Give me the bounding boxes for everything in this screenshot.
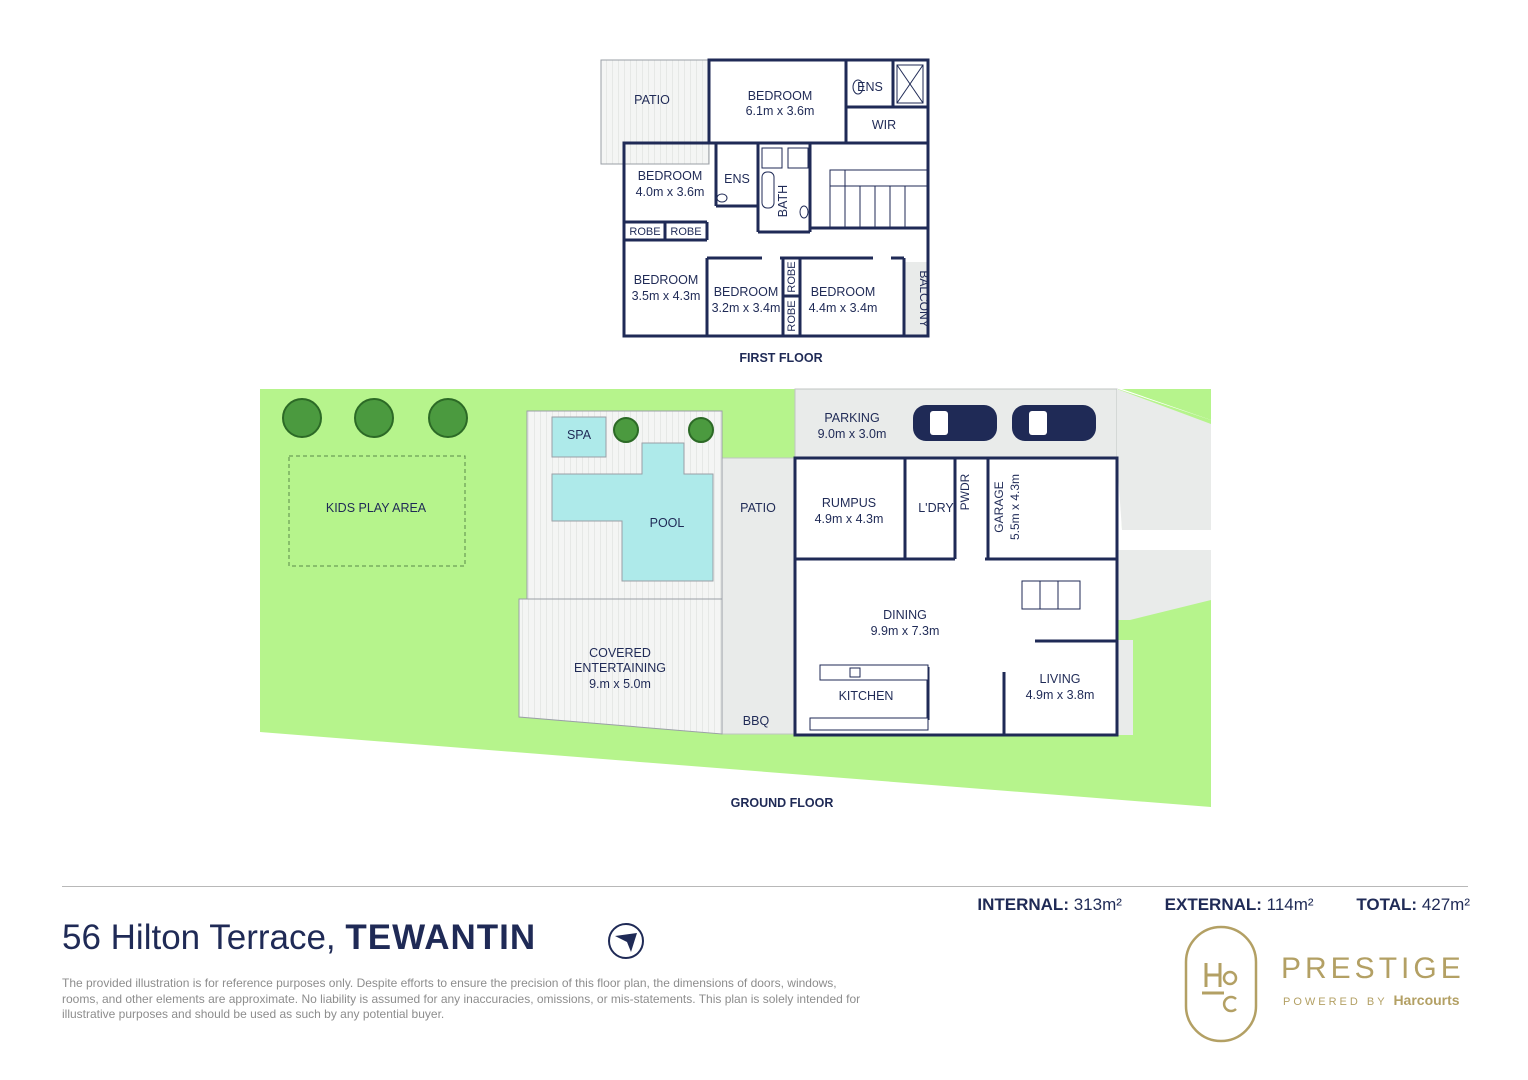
- internal-area-value: 313m²: [1073, 895, 1122, 914]
- first-floor: PATIO BEDROOM 6.1m x 3.6m ENS WIR BEDROO…: [600, 58, 931, 365]
- powder-label: PWDR: [958, 473, 972, 510]
- robe-1-label: ROBE: [629, 226, 660, 238]
- first-patio-deck: [600, 59, 710, 165]
- ensuite-top-label: ENS: [857, 80, 883, 94]
- tree-icon: [282, 398, 322, 438]
- garage-name: GARAGE: [992, 481, 1006, 532]
- kitchen-label: KITCHEN: [839, 689, 894, 703]
- street-address: 56 Hilton Terrace,: [62, 918, 336, 957]
- bath-label: BATH: [776, 185, 790, 217]
- driveway: [1117, 389, 1211, 530]
- prestige-logo-icon: [1184, 925, 1258, 1043]
- parking-name: PARKING: [824, 411, 879, 425]
- external-area: EXTERNAL: 114m²: [1165, 895, 1314, 914]
- covered-size: 9.m x 5.0m: [589, 677, 651, 691]
- external-area-label: EXTERNAL:: [1164, 895, 1262, 914]
- trees: [282, 398, 714, 443]
- bedroom-main-name: BEDROOM: [748, 89, 813, 103]
- ground-floor: KIDS PLAY AREA SPA POOL PATIO PARKING 9.…: [260, 388, 1211, 810]
- brand-tagline: POWERED BY Harcourts: [1283, 992, 1460, 1008]
- ground-floor-title: GROUND FLOOR: [731, 796, 834, 810]
- living-size: 4.9m x 3.8m: [1026, 688, 1095, 702]
- footer-divider: [62, 886, 1468, 887]
- tree-icon: [428, 398, 468, 438]
- laundry-label: L'DRY: [918, 501, 954, 515]
- first-floor-fixtures: [716, 64, 924, 219]
- kitchen-fixtures: [809, 580, 1081, 731]
- area-summary: INTERNAL: 313m² EXTERNAL: 114m² TOTAL: 4…: [977, 895, 1470, 915]
- bedroom-2-size: 4.0m x 3.6m: [636, 185, 705, 199]
- bedroom-5-name: BEDROOM: [811, 285, 876, 299]
- lawn-east: [1111, 389, 1211, 420]
- brand-name: PRESTIGE: [1281, 952, 1465, 985]
- pool: [551, 442, 714, 582]
- north-compass-icon: [608, 923, 644, 959]
- first-patio-label: PATIO: [634, 93, 670, 107]
- powered-by-text: POWERED BY: [1283, 996, 1388, 1008]
- dining-size: 9.9m x 7.3m: [871, 624, 940, 638]
- tree-icon: [613, 417, 639, 443]
- internal-area-label: INTERNAL:: [977, 895, 1069, 914]
- wir-label: WIR: [872, 118, 896, 132]
- floor-plan: PATIO BEDROOM 6.1m x 3.6m ENS WIR BEDROO…: [260, 58, 1211, 810]
- total-area-label: TOTAL:: [1356, 895, 1418, 914]
- tree-icon: [688, 417, 714, 443]
- bedroom-3-size: 3.5m x 4.3m: [632, 289, 701, 303]
- covered-entertaining-deck: [518, 598, 723, 735]
- ensuite-2-label: ENS: [724, 172, 750, 186]
- pool-label: POOL: [650, 516, 685, 530]
- spa-label: SPA: [567, 428, 592, 442]
- kids-play-label: KIDS PLAY AREA: [326, 501, 427, 515]
- ground-patio-label: PATIO: [740, 501, 776, 515]
- first-floor-title: FIRST FLOOR: [739, 351, 822, 365]
- patio-paving: [721, 457, 796, 735]
- bedroom-4-name: BEDROOM: [714, 285, 779, 299]
- rumpus-size: 4.9m x 4.3m: [815, 512, 884, 526]
- balcony-area: [904, 262, 928, 336]
- partner-name: Harcourts: [1393, 992, 1460, 1008]
- bedroom-3-name: BEDROOM: [634, 273, 699, 287]
- side-path: [1117, 640, 1133, 735]
- dining-name: DINING: [883, 608, 927, 622]
- living-name: LIVING: [1040, 672, 1081, 686]
- covered-line2: ENTERTAINING: [574, 661, 666, 675]
- total-area-value: 427m²: [1421, 895, 1470, 914]
- covered-line1: COVERED: [589, 646, 651, 660]
- external-area-value: 114m²: [1266, 895, 1314, 914]
- spa: [551, 416, 607, 458]
- car-icon: [1012, 405, 1096, 441]
- robe-2-label: ROBE: [670, 226, 701, 238]
- robe-3-label: ROBE: [786, 261, 798, 292]
- total-area: TOTAL: 427m²: [1356, 895, 1470, 914]
- suburb-name: TEWANTIN: [345, 918, 537, 957]
- balcony-label: BALCONY: [917, 270, 931, 327]
- first-floor-stairs: [829, 169, 929, 229]
- bedroom-2-name: BEDROOM: [638, 169, 703, 183]
- internal-area: INTERNAL: 313m²: [977, 895, 1122, 914]
- parking-size: 9.0m x 3.0m: [818, 427, 887, 441]
- first-floor-walls: [622, 58, 930, 338]
- garage-size: 5.5m x 4.3m: [1008, 474, 1022, 540]
- property-address: 56 Hilton Terrace, TEWANTIN: [62, 918, 536, 958]
- bedroom-4-size: 3.2m x 3.4m: [712, 301, 781, 315]
- bbq-label: BBQ: [743, 714, 770, 728]
- robe-4-label: ROBE: [786, 300, 798, 331]
- kids-play-area: [288, 455, 466, 567]
- tree-icon: [354, 398, 394, 438]
- lawn-front: [1130, 600, 1211, 700]
- bedroom-main-size: 6.1m x 3.6m: [746, 104, 815, 118]
- car-icon: [913, 405, 997, 441]
- bedroom-5-size: 4.4m x 3.4m: [809, 301, 878, 315]
- rumpus-name: RUMPUS: [822, 496, 876, 510]
- disclaimer-text: The provided illustration is for referen…: [62, 976, 861, 1021]
